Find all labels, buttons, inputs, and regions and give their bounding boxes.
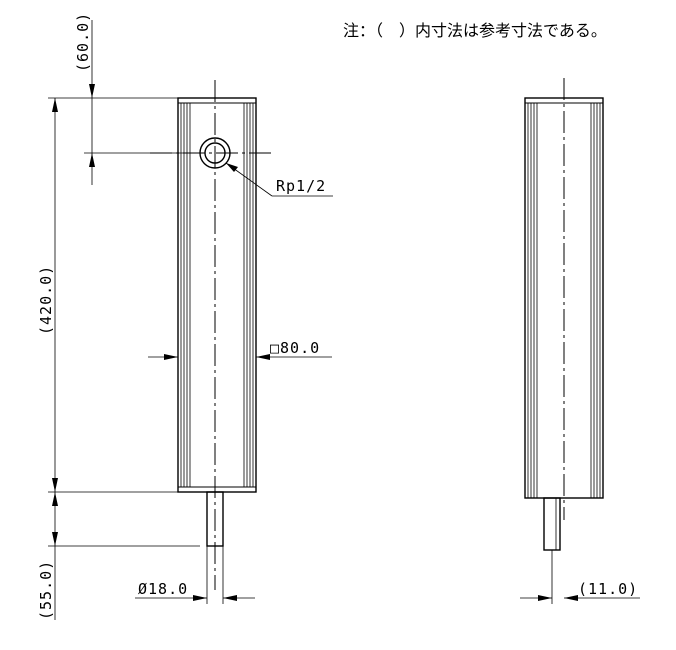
dim-bottom-pipe: (55.0) [37, 560, 55, 620]
port-inner-circle [204, 142, 226, 164]
reference-note: 注：（ ）内寸法は参考寸法である。 [343, 21, 607, 40]
front-dimensions [48, 20, 333, 620]
front-view [150, 80, 272, 590]
front-fins-left [180, 103, 191, 487]
side-dimensions [520, 550, 640, 604]
side-bottom-pipe [543, 497, 561, 551]
dim-top-offset: (60.0) [74, 12, 92, 72]
front-fins-right [243, 103, 254, 487]
dim-side-offset: (11.0) [578, 580, 638, 598]
dim-thread: Rp1/2 [276, 177, 326, 195]
dim-square: □80.0 [270, 339, 320, 357]
dim-pipe-diameter: Ø18.0 [138, 580, 188, 598]
dim-height: (420.0) [37, 265, 55, 335]
side-view [524, 78, 604, 551]
front-bottom-pipe [206, 491, 224, 547]
